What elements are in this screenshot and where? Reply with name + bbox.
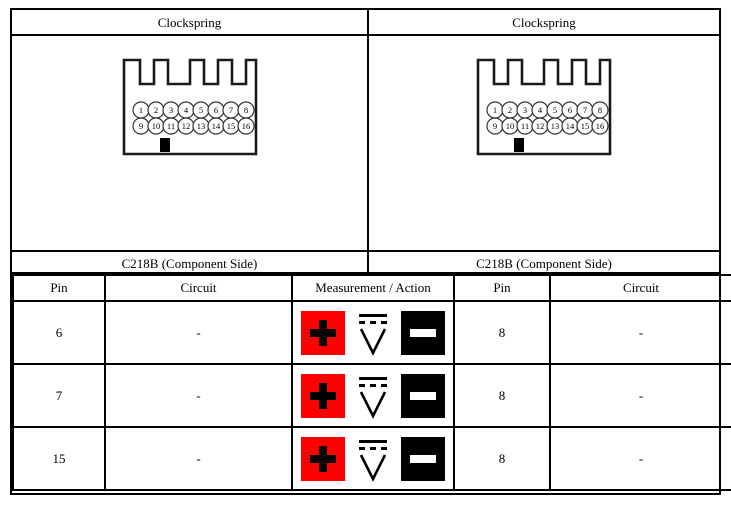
svg-text:14: 14: [212, 121, 221, 131]
negative-lead-icon: [401, 310, 445, 355]
svg-text:7: 7: [583, 105, 587, 115]
svg-text:10: 10: [506, 121, 515, 131]
voltmeter-dc-icon: [351, 310, 395, 356]
svg-text:11: 11: [521, 121, 529, 131]
dc-voltage-measurement-icon: [293, 365, 453, 426]
cell-circuit-right: -: [549, 300, 731, 365]
svg-text:7: 7: [229, 105, 233, 115]
svg-text:12: 12: [182, 121, 191, 131]
svg-text:8: 8: [244, 105, 248, 115]
connector-title-left: Clockspring: [12, 10, 369, 36]
dc-voltage-measurement-icon: [293, 302, 453, 363]
svg-text:13: 13: [551, 121, 560, 131]
svg-text:6: 6: [214, 105, 218, 115]
pin-measurement-table: Pin Circuit Measurement / Action Pin Cir…: [12, 274, 731, 491]
svg-text:1: 1: [139, 105, 143, 115]
svg-text:10: 10: [152, 121, 161, 131]
cell-circuit-right: -: [549, 426, 731, 491]
cell-circuit-left: -: [104, 300, 293, 365]
header-measurement: Measurement / Action: [291, 274, 455, 302]
svg-text:6: 6: [568, 105, 572, 115]
connector-title-row: Clockspring Clockspring: [12, 10, 719, 36]
cell-circuit-left: -: [104, 426, 293, 491]
positive-lead-icon: [301, 310, 345, 355]
header-circuit-right: Circuit: [549, 274, 731, 302]
cell-circuit-right: -: [549, 363, 731, 428]
connector-caption-right: C218B (Component Side): [369, 250, 719, 274]
cell-circuit-left: -: [104, 363, 293, 428]
table-header-row: Pin Circuit Measurement / Action Pin Cir…: [12, 274, 731, 302]
cell-pin-left: 6: [12, 300, 106, 365]
voltmeter-dc-icon: [351, 373, 395, 419]
svg-text:13: 13: [197, 121, 206, 131]
svg-text:1: 1: [493, 105, 497, 115]
voltmeter-dc-icon: [351, 436, 395, 482]
svg-text:5: 5: [553, 105, 557, 115]
connector-title-right: Clockspring: [369, 10, 719, 36]
table-row: 7 -: [12, 363, 731, 428]
svg-text:3: 3: [169, 105, 173, 115]
connector-keyway-icon: [514, 138, 524, 152]
cell-pin-left: 15: [12, 426, 106, 491]
cell-pin-right: 8: [453, 426, 551, 491]
svg-text:5: 5: [199, 105, 203, 115]
svg-text:2: 2: [154, 105, 158, 115]
positive-lead-icon: [301, 373, 345, 418]
svg-text:3: 3: [523, 105, 527, 115]
dc-voltage-measurement-icon: [293, 428, 453, 489]
connector-keyway-icon: [160, 138, 170, 152]
connector-caption-left: C218B (Component Side): [12, 250, 369, 274]
diagnostic-sheet: Clockspring Clockspring: [10, 8, 731, 495]
svg-text:16: 16: [596, 121, 605, 131]
svg-text:16: 16: [242, 121, 251, 131]
cell-pin-right: 8: [453, 363, 551, 428]
header-circuit-left: Circuit: [104, 274, 293, 302]
svg-text:11: 11: [167, 121, 175, 131]
negative-lead-icon: [401, 373, 445, 418]
positive-lead-icon: [301, 436, 345, 481]
table-row: 15 -: [12, 426, 731, 491]
connector-caption-row: C218B (Component Side) C218B (Component …: [12, 250, 719, 274]
svg-text:4: 4: [184, 105, 189, 115]
cell-measurement: [291, 426, 455, 491]
svg-text:14: 14: [566, 121, 575, 131]
svg-text:15: 15: [581, 121, 590, 131]
cell-pin-left: 7: [12, 363, 106, 428]
cell-measurement: [291, 363, 455, 428]
svg-text:4: 4: [538, 105, 543, 115]
cell-pin-right: 8: [453, 300, 551, 365]
svg-text:15: 15: [227, 121, 236, 131]
svg-text:8: 8: [598, 105, 602, 115]
negative-lead-icon: [401, 436, 445, 481]
svg-text:12: 12: [536, 121, 545, 131]
header-pin-right: Pin: [453, 274, 551, 302]
svg-text:9: 9: [139, 121, 143, 131]
table-row: 6 -: [12, 300, 731, 365]
cell-measurement: [291, 300, 455, 365]
svg-text:2: 2: [508, 105, 512, 115]
svg-text:9: 9: [493, 121, 497, 131]
header-pin-left: Pin: [12, 274, 106, 302]
